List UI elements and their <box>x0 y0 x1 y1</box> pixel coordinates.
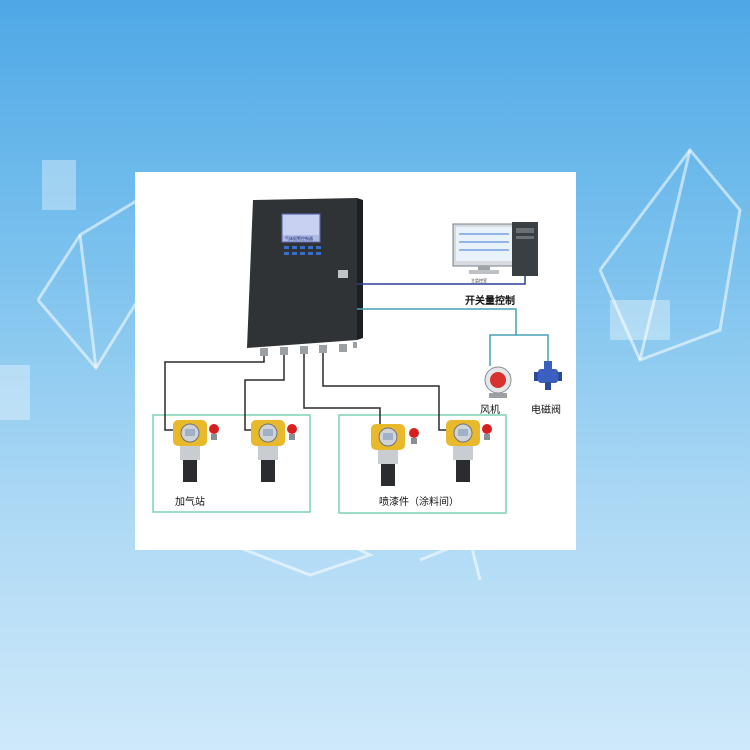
diagram-canvas <box>152 198 562 514</box>
valve-label: 电磁阀 <box>531 405 561 416</box>
wire-controller-to-computer <box>357 276 526 285</box>
monitoring-computer <box>452 222 538 276</box>
wire-detector-1 <box>164 356 265 431</box>
gas-detector-1 <box>173 420 219 482</box>
wire-detector-4 <box>322 353 450 431</box>
controller-screen-text: 气体报警控制器 <box>285 236 313 241</box>
group-left-label: 加气站 <box>175 497 205 508</box>
group-left-border <box>152 414 311 513</box>
system-diagram-card: 气体报警控制器 主监控室 开关量控制 风机 电磁阀 加气站 喷漆件（涂料间） <box>135 172 576 550</box>
gas-detector-3 <box>371 424 419 486</box>
switch-control-label: 开关量控制 <box>465 296 515 307</box>
wire-controller-to-outputs <box>357 308 517 366</box>
fan-label: 风机 <box>480 405 500 416</box>
gas-detector-4 <box>446 420 492 482</box>
fan-icon <box>484 366 512 398</box>
monitor-caption: 主监控室 <box>471 278 487 283</box>
wire-detector-3 <box>303 354 381 430</box>
gas-alarm-controller <box>247 198 363 356</box>
wire-detector-2 <box>244 355 285 431</box>
gas-detector-2 <box>251 420 297 482</box>
group-right-border <box>338 414 507 514</box>
wire-to-valve <box>516 334 549 361</box>
solenoid-valve-icon <box>534 361 562 390</box>
group-right-label: 喷漆件（涂料间） <box>379 497 459 508</box>
